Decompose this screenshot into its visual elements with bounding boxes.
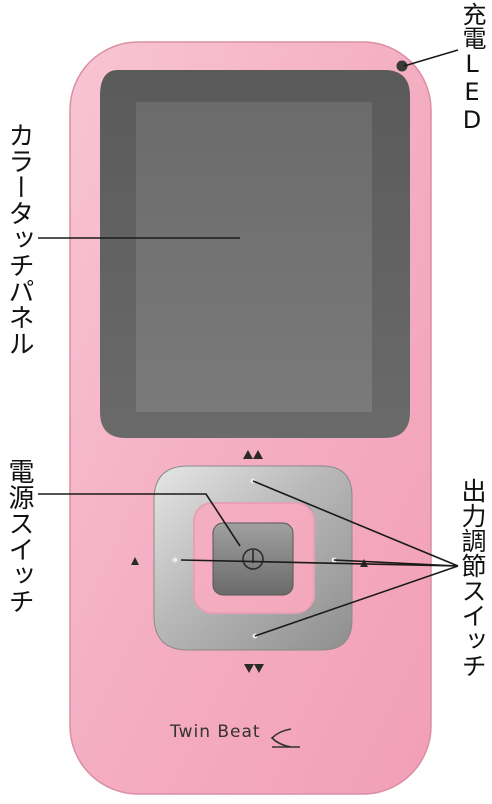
double-up-arrow-icon xyxy=(243,450,263,459)
right-arrow-icon xyxy=(360,559,368,567)
dpad-inner-ring xyxy=(193,502,315,614)
leader-lines xyxy=(38,49,459,637)
brand-logo-swoosh-icon xyxy=(270,728,292,748)
brand-logo: Twin Beat xyxy=(170,722,261,742)
power-switch-label: 電源スイッチ xyxy=(4,458,34,614)
color-touch-panel-label: カラータッチパネル xyxy=(4,122,34,356)
output-switch-label: 出力調節スイッチ xyxy=(458,478,487,678)
left-arrow-icon xyxy=(131,557,139,565)
color-touch-panel[interactable] xyxy=(136,102,372,412)
charging-led xyxy=(396,60,408,72)
double-down-arrow-icon xyxy=(244,664,264,673)
charging-led-label: 充電LED xyxy=(458,2,486,134)
dpad-left-dot xyxy=(172,557,178,563)
